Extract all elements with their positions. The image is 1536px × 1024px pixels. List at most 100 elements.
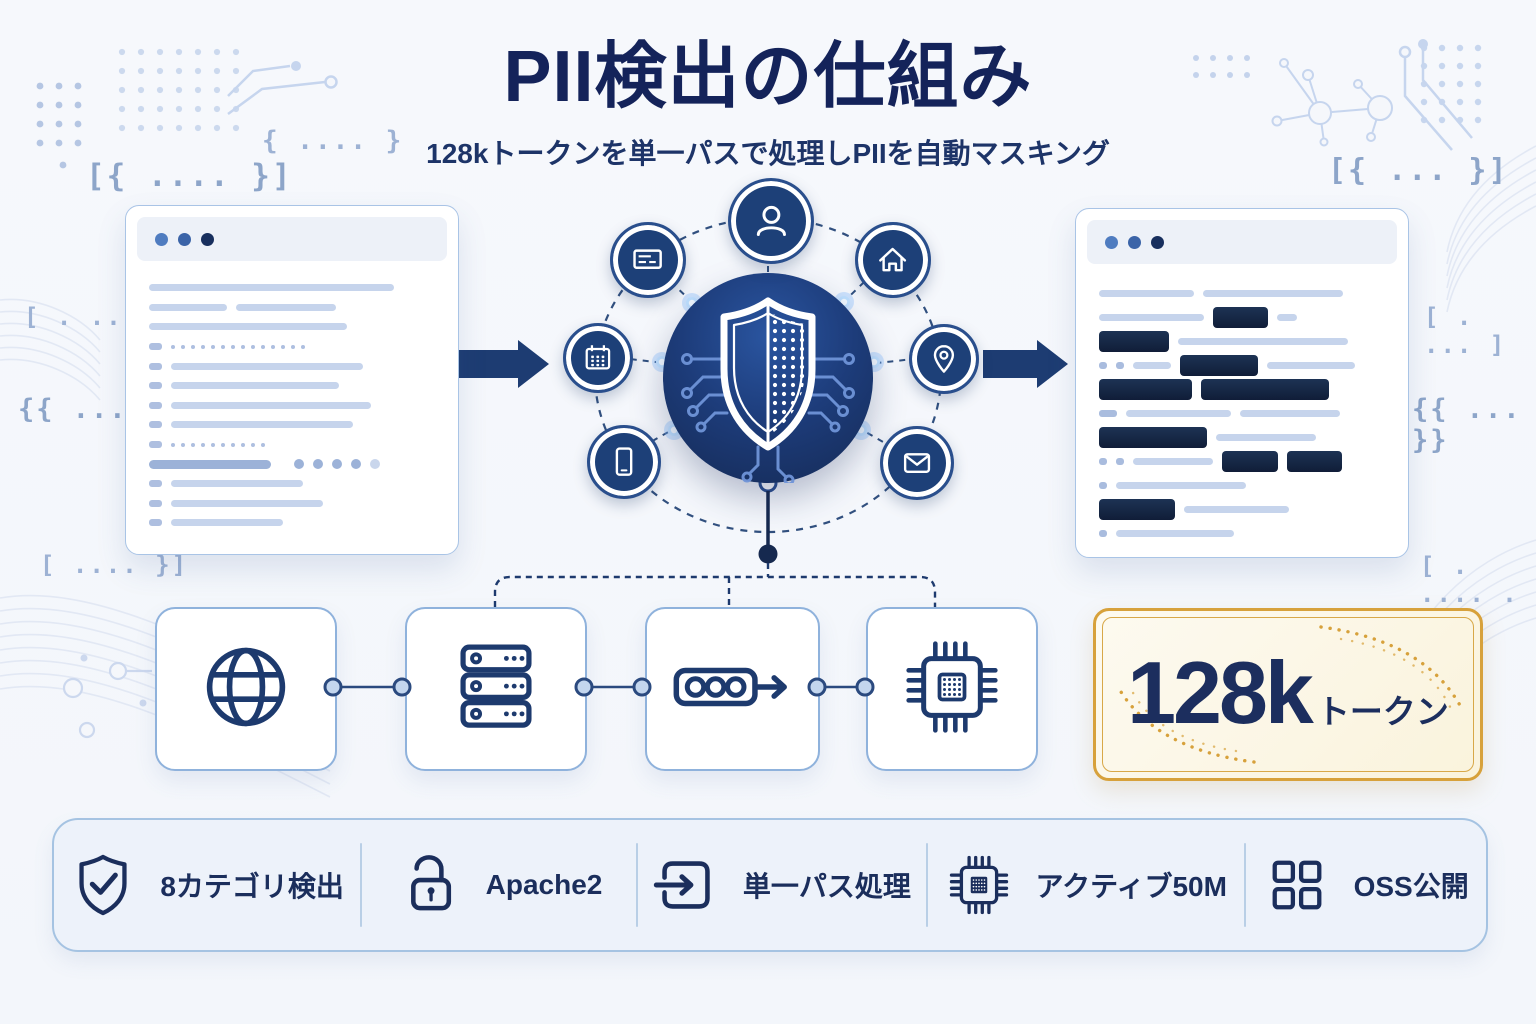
text-line bbox=[1116, 457, 1124, 465]
document-row bbox=[1099, 497, 1388, 521]
satellite-location-pin-icon bbox=[909, 324, 979, 394]
single-pass-icon bbox=[653, 852, 719, 918]
input-document-card bbox=[125, 205, 459, 555]
feature-divider bbox=[360, 843, 363, 927]
text-line bbox=[171, 401, 371, 409]
feature-label: 8カテゴリ検出 bbox=[160, 871, 344, 902]
window-dot bbox=[1128, 235, 1141, 249]
window-dot bbox=[201, 232, 214, 246]
feature-divider bbox=[926, 843, 929, 927]
feature-item: Apache2 bbox=[362, 820, 635, 950]
text-line bbox=[171, 480, 303, 488]
document-row bbox=[1099, 473, 1388, 497]
text-line bbox=[1099, 361, 1107, 369]
document-row bbox=[149, 317, 438, 337]
text-line bbox=[171, 519, 283, 527]
text-line bbox=[149, 362, 162, 370]
feature-label: アクティブ50M bbox=[1035, 871, 1227, 902]
text-line bbox=[149, 459, 271, 469]
text-line bbox=[149, 284, 394, 292]
text-line bbox=[149, 382, 162, 390]
redaction-bar bbox=[1287, 450, 1342, 472]
document-row bbox=[149, 376, 438, 396]
text-line bbox=[1099, 409, 1117, 417]
document-row bbox=[1099, 377, 1388, 401]
document-row bbox=[149, 494, 438, 514]
token-capacity-value: 128k bbox=[1127, 643, 1314, 742]
document-row bbox=[149, 435, 438, 455]
feature-divider bbox=[1244, 843, 1247, 927]
document-row bbox=[149, 513, 438, 533]
text-line bbox=[1116, 481, 1246, 489]
page-title: PII検出の仕組み bbox=[503, 37, 1033, 117]
redaction-bar bbox=[1099, 378, 1192, 400]
pipeline-step-globe bbox=[155, 607, 337, 771]
text-line bbox=[1267, 361, 1355, 369]
feature-label: Apache2 bbox=[485, 869, 603, 900]
document-row bbox=[149, 396, 438, 416]
text-line bbox=[294, 459, 380, 470]
text-line bbox=[171, 362, 363, 370]
text-line bbox=[171, 442, 265, 447]
text-line bbox=[1133, 457, 1213, 465]
pipeline-step-tokens bbox=[645, 607, 820, 771]
feature-label: 単一パス処理 bbox=[742, 871, 911, 902]
grid-icon bbox=[1264, 852, 1330, 918]
document-row bbox=[149, 278, 438, 298]
text-line bbox=[149, 519, 162, 527]
text-line bbox=[1203, 289, 1343, 297]
redaction-bar bbox=[1213, 306, 1268, 328]
feature-label: OSS公開 bbox=[1353, 871, 1469, 902]
document-row bbox=[149, 415, 438, 435]
token-capacity-unit: トークン bbox=[1316, 693, 1449, 730]
redaction-bar bbox=[1099, 426, 1207, 448]
pipeline-step-chip bbox=[866, 607, 1038, 771]
redaction-bar bbox=[1180, 354, 1258, 376]
text-line bbox=[1099, 289, 1194, 297]
input-document-lines bbox=[126, 270, 458, 533]
code-brace-decoration: [{ .... }] bbox=[86, 158, 293, 194]
text-line bbox=[1178, 337, 1348, 345]
shield-circuit-icon bbox=[681, 297, 855, 483]
feature-bar: 8カテゴリ検出 Apache2 単一パス処理 アクティブ50M OSS公開 bbox=[52, 818, 1488, 952]
document-row bbox=[1099, 449, 1388, 473]
tokens-icon bbox=[669, 650, 797, 729]
feature-item: アクティブ50M bbox=[928, 820, 1244, 950]
feature-item: 単一パス処理 bbox=[638, 820, 926, 950]
text-line bbox=[1099, 529, 1107, 537]
window-dot bbox=[1151, 235, 1164, 249]
window-dot bbox=[1105, 235, 1118, 249]
chip-icon bbox=[902, 637, 1002, 742]
code-brace-decoration: [{ ... }] bbox=[1328, 153, 1509, 188]
document-row bbox=[149, 474, 438, 494]
token-capacity-inner: 128k トークン bbox=[1102, 617, 1474, 772]
window-dot bbox=[178, 232, 191, 246]
page-subtitle: 128kトークンを単一パスで処理しPIIを自動マスキング bbox=[426, 138, 1110, 169]
text-line bbox=[1116, 529, 1234, 537]
document-row bbox=[1099, 305, 1388, 329]
text-line bbox=[149, 343, 162, 351]
server-icon bbox=[444, 635, 548, 744]
document-row bbox=[149, 356, 438, 376]
globe-icon bbox=[194, 635, 298, 744]
redaction-bar bbox=[1201, 378, 1329, 400]
redaction-bar bbox=[1222, 450, 1278, 472]
text-line bbox=[149, 303, 227, 311]
pipeline-step-server bbox=[405, 607, 587, 771]
text-line bbox=[236, 303, 336, 311]
shield-check-icon bbox=[70, 852, 136, 918]
text-line bbox=[149, 441, 162, 449]
satellite-calendar-icon bbox=[563, 323, 633, 393]
lock-open-icon bbox=[396, 852, 462, 918]
text-line bbox=[149, 401, 162, 409]
text-line bbox=[1099, 481, 1107, 489]
text-line bbox=[149, 499, 162, 507]
text-line bbox=[171, 344, 305, 349]
text-line bbox=[171, 499, 323, 507]
text-line bbox=[1216, 433, 1316, 441]
document-row bbox=[1099, 401, 1388, 425]
document-row bbox=[1099, 281, 1388, 305]
text-line bbox=[1099, 457, 1107, 465]
text-line bbox=[149, 421, 162, 429]
document-row bbox=[1099, 329, 1388, 353]
